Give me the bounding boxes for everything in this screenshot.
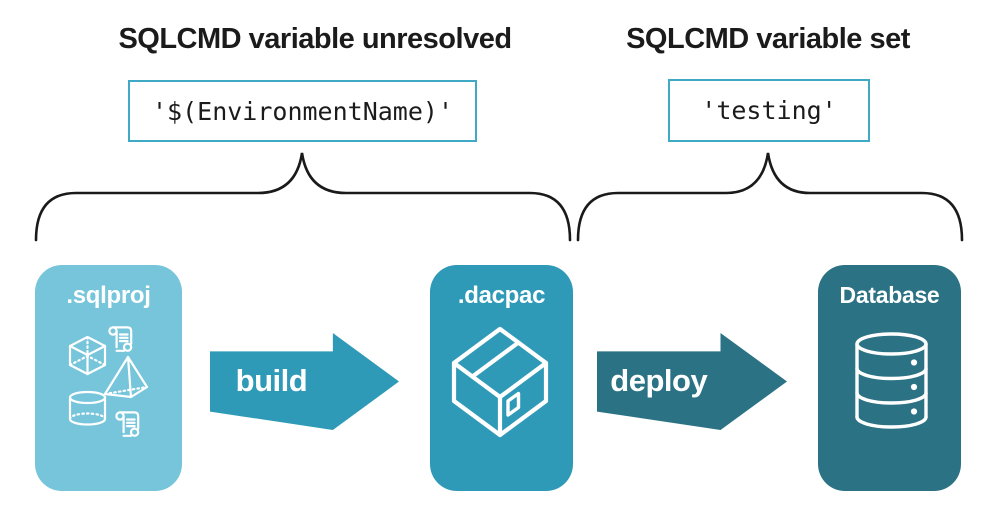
script-icon [108,326,133,352]
script-icon [115,411,140,437]
build-arrow-label: build [235,363,308,399]
database-icon [855,332,928,429]
deploy-arrow-label: deploy [610,363,708,399]
brace-left [34,152,572,242]
code-box-testing-value: 'testing' [668,79,870,142]
pyramid-icon [103,355,149,399]
cylinder-icon [68,390,107,426]
stage-card-sqlproj: .sqlproj [35,265,182,491]
package-icon [451,326,549,438]
code-text-environment-variable: '$(EnvironmentName)' [151,96,454,126]
stage-label-sqlproj: .sqlproj [66,282,151,309]
database-dots [910,359,918,415]
cube-icon [68,335,107,376]
stage-label-dacpac: .dacpac [457,282,546,309]
stage-card-dacpac: .dacpac [430,265,573,491]
deploy-arrow: deploy [597,333,787,430]
sql-objects-icon [68,326,149,437]
heading-sqlcmd-set: SQLCMD variable set [626,23,910,55]
stage-card-database: Database [818,265,961,491]
stage-label-database: Database [839,282,940,308]
build-arrow: build [210,333,399,430]
code-box-environment-variable: '$(EnvironmentName)' [128,80,477,142]
heading-sqlcmd-unresolved: SQLCMD variable unresolved [118,23,512,55]
code-text-testing-value: 'testing' [701,96,837,125]
brace-right [576,152,964,242]
